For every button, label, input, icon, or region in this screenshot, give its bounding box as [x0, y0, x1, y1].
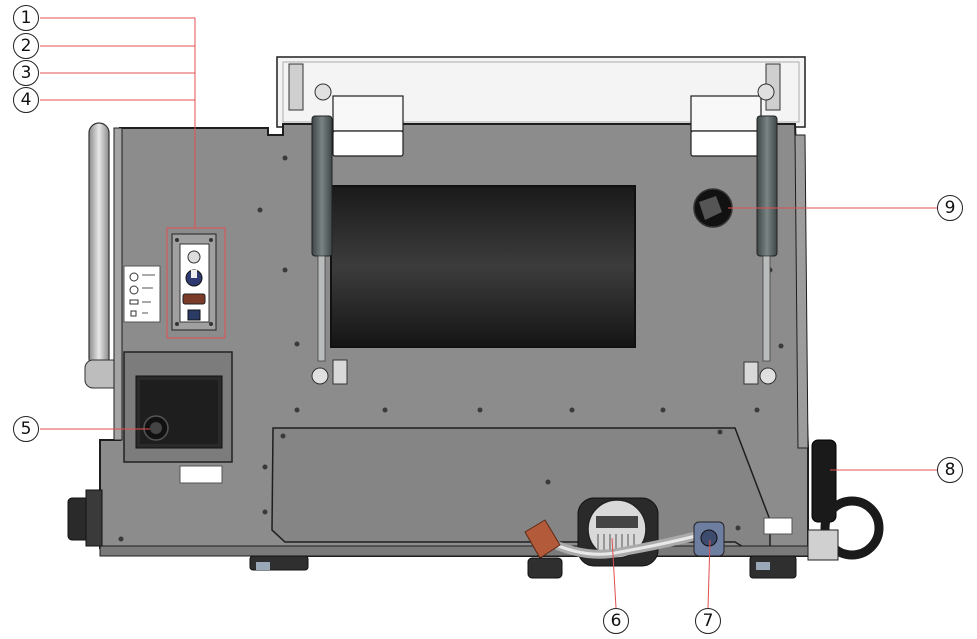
callout-8: 8 [937, 457, 963, 483]
handle-icon [763, 439, 884, 561]
connector-panel-icon [166, 227, 226, 339]
callout-4: 4 [13, 87, 39, 113]
port-opening [693, 188, 733, 228]
callout-9: 9 [937, 195, 963, 221]
viewing-window [330, 185, 636, 348]
callout-5: 5 [13, 416, 39, 442]
label-plate [123, 265, 161, 323]
leader-lines [40, 17, 937, 609]
power-switch-icon [123, 351, 233, 484]
feet [249, 555, 797, 579]
bottom-vent [577, 497, 659, 567]
hose-icon [524, 519, 725, 559]
gas-strut-icon [311, 83, 778, 385]
callout-1: 1 [13, 5, 39, 31]
hinge-icon [332, 95, 762, 157]
callout-6: 6 [603, 608, 629, 634]
callout-7: 7 [695, 608, 721, 634]
callout-3: 3 [13, 60, 39, 86]
side-connector [67, 489, 103, 547]
callout-2: 2 [13, 33, 39, 59]
